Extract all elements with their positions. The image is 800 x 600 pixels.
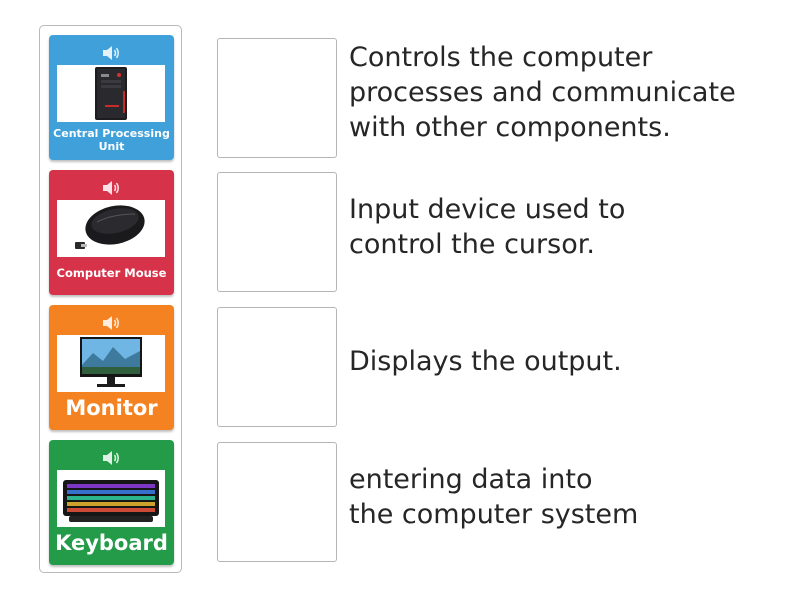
drop-slot-3[interactable]: [217, 307, 337, 427]
description-3: Displays the output.: [349, 346, 622, 377]
speaker-icon[interactable]: [101, 44, 121, 62]
description-2: Input device used to control the cursor.: [349, 194, 626, 260]
speaker-icon[interactable]: [101, 314, 121, 332]
card-label: Computer Mouse: [56, 266, 167, 280]
drop-slot-1[interactable]: [217, 38, 337, 158]
speaker-icon[interactable]: [101, 179, 121, 197]
cpu-tower-icon: [57, 65, 165, 122]
description-1: Controls the computer processes and comm…: [349, 42, 736, 143]
monitor-icon: [57, 335, 165, 392]
description-4: entering data into the computer system: [349, 464, 639, 530]
draggable-card-monitor[interactable]: Monitor: [49, 305, 174, 430]
card-label: Monitor: [65, 396, 158, 420]
speaker-icon[interactable]: [101, 449, 121, 467]
drop-slot-4[interactable]: [217, 442, 337, 562]
card-label: Keyboard: [55, 531, 168, 555]
drop-slot-2[interactable]: [217, 172, 337, 292]
card-label: Central Processing Unit: [53, 127, 170, 153]
rgb-keyboard-icon: [57, 470, 165, 527]
wireless-mouse-icon: [57, 200, 165, 257]
draggable-card-mouse[interactable]: Computer Mouse: [49, 170, 174, 295]
draggable-card-keyboard[interactable]: Keyboard: [49, 440, 174, 565]
draggable-card-cpu[interactable]: Central Processing Unit: [49, 35, 174, 160]
